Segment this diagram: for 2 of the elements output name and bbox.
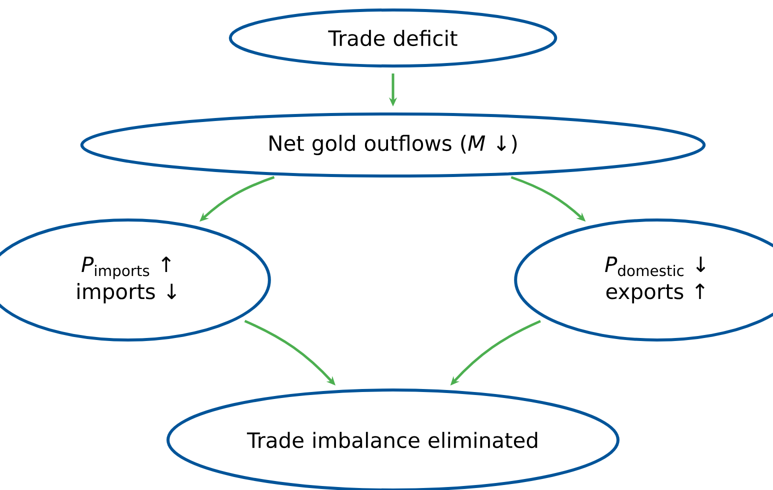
ellipse-node: Net gold outflows (M ↓): [80, 112, 706, 178]
ellipse-node: Trade deficit: [228, 8, 558, 68]
